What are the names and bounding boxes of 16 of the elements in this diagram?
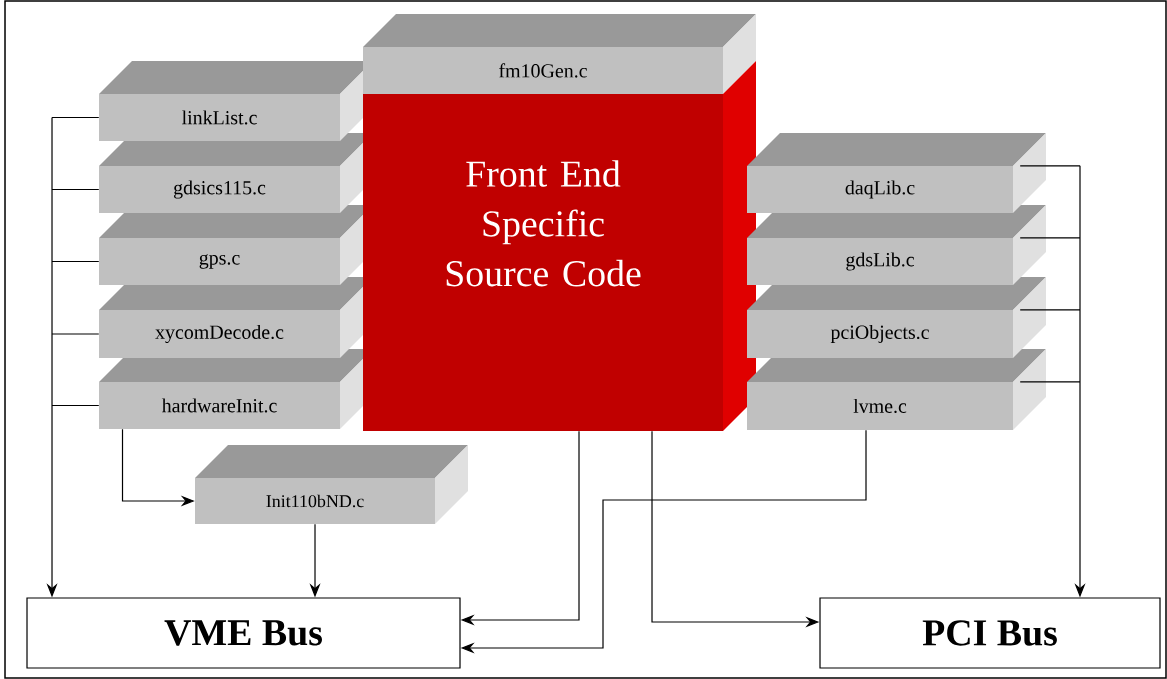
node-label: gdsics115.c <box>173 180 266 199</box>
3d-box: pciObjects.c <box>747 277 1046 358</box>
3d-box: lvme.c <box>747 349 1046 430</box>
3d-box: fm10Gen.c <box>363 14 756 94</box>
node-label: gdsLib.c <box>846 252 914 271</box>
bus-box: PCI Bus <box>819 597 1161 669</box>
node-label: gps.c <box>199 254 240 269</box>
3d-box: Init110bND.c <box>195 445 468 524</box>
3d-box: linkList.c <box>99 61 373 141</box>
3d-box: gdsLib.c <box>747 205 1046 285</box>
node-label: lvme.c <box>853 398 907 414</box>
node-label: xycomDecode.c <box>155 324 284 344</box>
node-label: pciObjects.c <box>830 324 929 344</box>
3d-box: daqLib.c <box>747 133 1046 213</box>
node-label: hardwareInit.c <box>161 398 277 413</box>
bus-box: VME Bus <box>26 597 461 669</box>
